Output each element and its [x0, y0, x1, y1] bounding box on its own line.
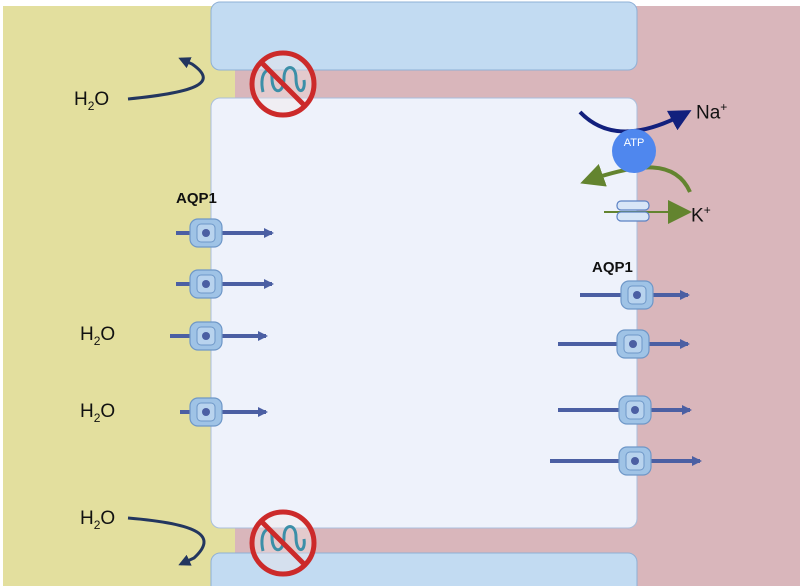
neighbor-cell-top [210, 1, 638, 71]
h2o-top-arrow [127, 57, 205, 101]
na-k-atpase-icon [578, 110, 692, 224]
aquaporin-icon [176, 269, 274, 299]
atp-label: ATP [623, 137, 645, 149]
no-entry-icon [249, 509, 317, 577]
epithelial-cell [210, 97, 638, 529]
atp-circle [612, 129, 656, 173]
aqp1-label-right: AQP1 [592, 259, 633, 276]
h2o-bottom-arrow [127, 516, 206, 566]
aquaporin-icon [580, 280, 690, 310]
aquaporin-icon [170, 321, 268, 351]
aquaporin-icon [176, 218, 274, 248]
k-influx-arrow [580, 163, 692, 193]
h2o-label-mid2: H2O [80, 401, 116, 425]
aquaporin-icon [180, 397, 268, 427]
k-ion-label: K+ [691, 203, 711, 227]
no-entry-icon [249, 50, 317, 118]
h2o-label-mid1: H2O [80, 324, 116, 348]
h2o-label-top: H2O [74, 89, 110, 113]
aquaporin-icon [558, 395, 692, 425]
neighbor-cell-bottom [210, 552, 638, 586]
aqp1-label-left: AQP1 [176, 190, 217, 207]
h2o-label-bottom: H2O [80, 508, 116, 532]
na-ion-label: Na+ [696, 100, 728, 124]
aquaporin-icon [558, 329, 690, 359]
aquaporin-icon [550, 446, 702, 476]
